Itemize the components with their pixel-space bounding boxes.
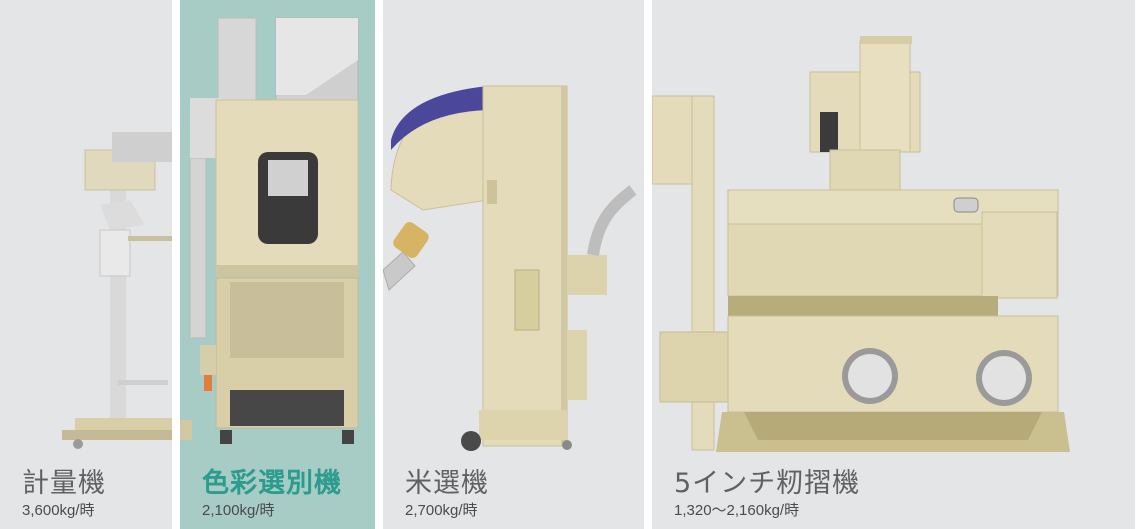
machine-capacity: 1,320〜2,160kg/時 — [674, 502, 800, 519]
husker-panel[interactable]: 5インチ籾摺機 1,320〜2,160kg/時 — [652, 0, 1135, 529]
husker-illustration — [652, 36, 1070, 452]
color-sorter-illustration — [180, 17, 359, 444]
weighing-machine-illustration — [62, 132, 172, 449]
machine-capacity: 2,100kg/時 — [202, 502, 275, 519]
machine-name: 5インチ籾摺機 — [674, 468, 861, 499]
machine-name: 米選機 — [405, 468, 489, 499]
weighing-machine-panel[interactable]: 計量機 3,600kg/時 — [0, 0, 172, 529]
machine-capacity: 3,600kg/時 — [22, 502, 95, 519]
machine-capacity: 2,700kg/時 — [405, 502, 478, 519]
color-sorter-panel[interactable]: 色彩選別機 2,100kg/時 — [180, 0, 375, 529]
rice-grader-illustration — [383, 85, 637, 451]
machine-name: 色彩選別機 — [202, 468, 342, 499]
machine-name: 計量機 — [22, 468, 106, 499]
rice-grader-panel[interactable]: 米選機 2,700kg/時 — [383, 0, 644, 529]
